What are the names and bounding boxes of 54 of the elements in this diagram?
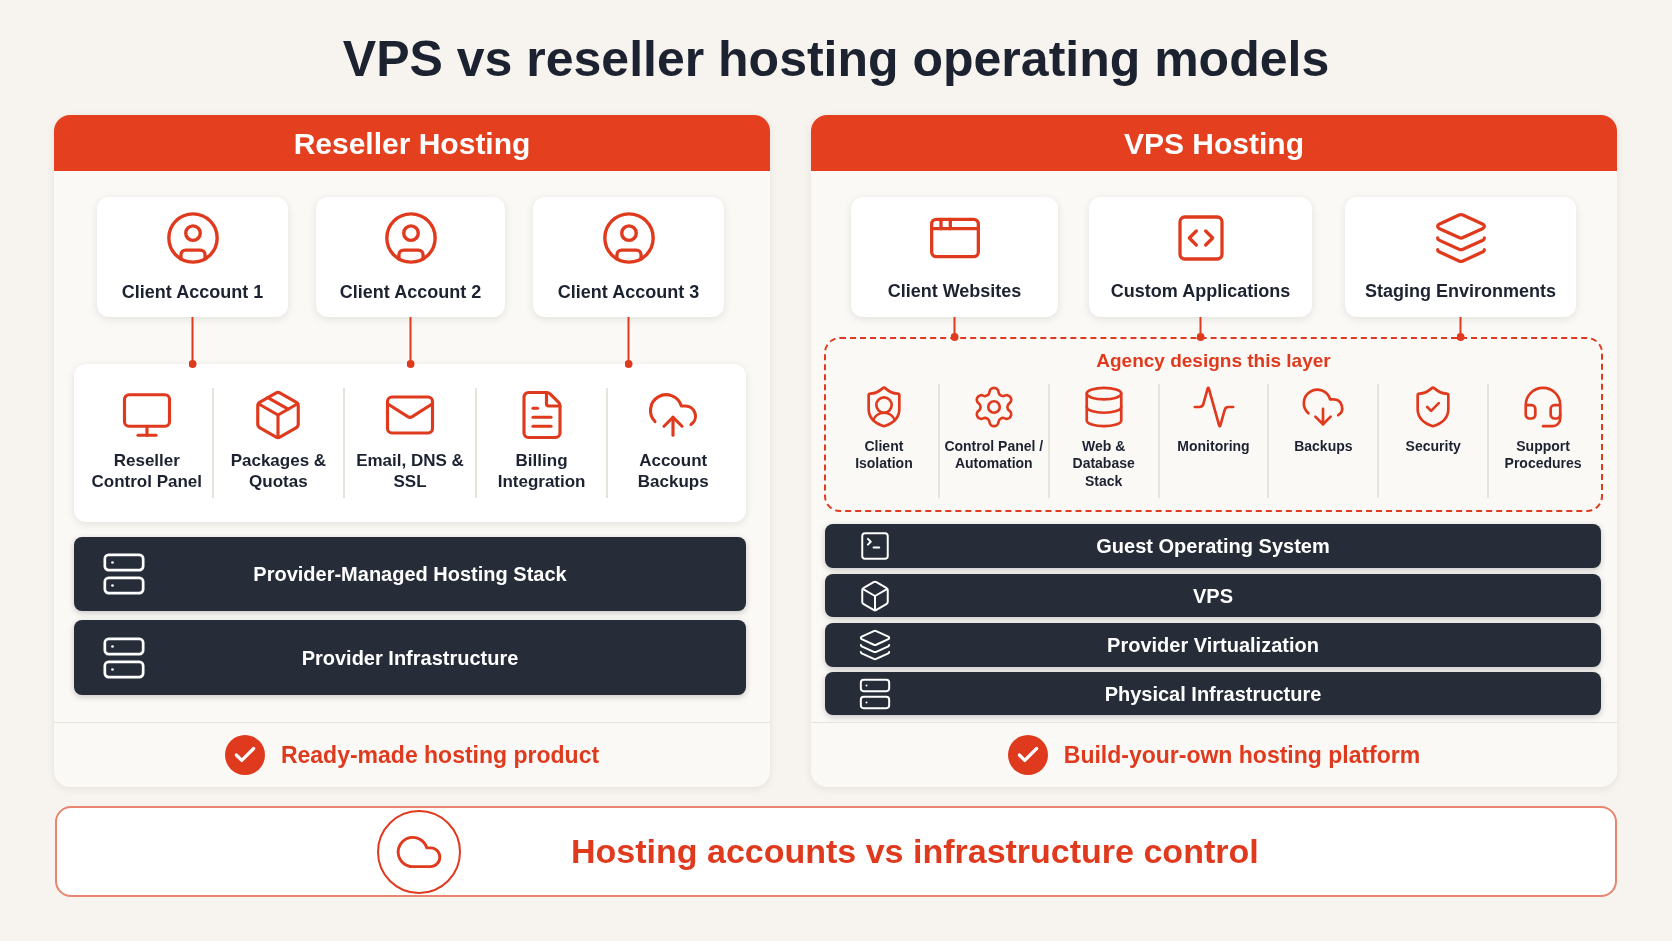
diagram-title: VPS vs reseller hosting operating models bbox=[341, 30, 1331, 89]
layer-bar bbox=[825, 524, 1601, 568]
services-card bbox=[74, 364, 746, 522]
panel-header: VPS Hosting bbox=[811, 115, 1617, 171]
layer-bar bbox=[825, 574, 1601, 617]
bar-label: Provider Infrastructure bbox=[300, 645, 520, 671]
bar-label: Provider Virtualization bbox=[1106, 633, 1320, 658]
dashed-layer-box bbox=[824, 337, 1603, 512]
layer-bar bbox=[825, 672, 1601, 715]
connector-line bbox=[406, 316, 415, 368]
item-label: Reseller Control Panel bbox=[90, 450, 204, 493]
layer-bar bbox=[74, 620, 746, 695]
connector-line bbox=[624, 316, 633, 368]
card-label: Client Websites bbox=[887, 279, 1022, 303]
card-label: Client Account 2 bbox=[339, 280, 482, 304]
panel-header: Reseller Hosting bbox=[54, 115, 770, 171]
layer-bar bbox=[74, 537, 746, 611]
item-label: Backups bbox=[1294, 437, 1353, 455]
bar-label: VPS bbox=[1192, 583, 1234, 609]
item-label: Account Backups bbox=[636, 450, 710, 493]
panel-card bbox=[811, 115, 1617, 787]
item-label: Email, DNS & SSL bbox=[355, 450, 465, 493]
item-label: Monitoring bbox=[1177, 437, 1250, 455]
client-card bbox=[1345, 197, 1576, 317]
connector-line bbox=[1456, 316, 1465, 341]
bar-label: Guest Operating System bbox=[1095, 534, 1331, 559]
item-label: Billing Integration bbox=[496, 450, 587, 493]
connector-line bbox=[1196, 316, 1205, 341]
summary-banner bbox=[55, 806, 1617, 897]
connector-line bbox=[188, 316, 197, 368]
client-card bbox=[97, 197, 288, 317]
client-card bbox=[533, 197, 724, 317]
footer-text: Ready-made hosting product bbox=[280, 740, 600, 770]
item-label: Packages & Quotas bbox=[229, 450, 328, 493]
layer-bar bbox=[825, 623, 1601, 667]
card-label: Staging Environments bbox=[1365, 279, 1556, 303]
item-label: Client Isolation bbox=[854, 437, 914, 473]
item-label: Support Procedures bbox=[1503, 437, 1583, 473]
item-label: Security bbox=[1405, 437, 1461, 455]
layer-heading: Agency designs this layer bbox=[1096, 349, 1331, 373]
card-label: Custom Applications bbox=[1110, 279, 1291, 303]
item-label: Control Panel / Automation bbox=[943, 437, 1044, 473]
client-card bbox=[851, 197, 1058, 317]
card-label: Client Account 1 bbox=[121, 280, 264, 304]
banner-text: Hosting accounts vs infrastructure control bbox=[571, 831, 1259, 872]
client-card bbox=[1089, 197, 1312, 317]
item-label: Web & Database Stack bbox=[1071, 437, 1136, 490]
footer-text: Build-your-own hosting platform bbox=[1063, 740, 1421, 770]
panel-card bbox=[54, 115, 770, 787]
card-label: Client Account 3 bbox=[557, 280, 700, 304]
bar-label: Physical Infrastructure bbox=[1103, 681, 1323, 707]
client-card bbox=[316, 197, 505, 317]
connector-line bbox=[950, 316, 959, 341]
bar-label: Provider-Managed Hosting Stack bbox=[252, 562, 568, 587]
